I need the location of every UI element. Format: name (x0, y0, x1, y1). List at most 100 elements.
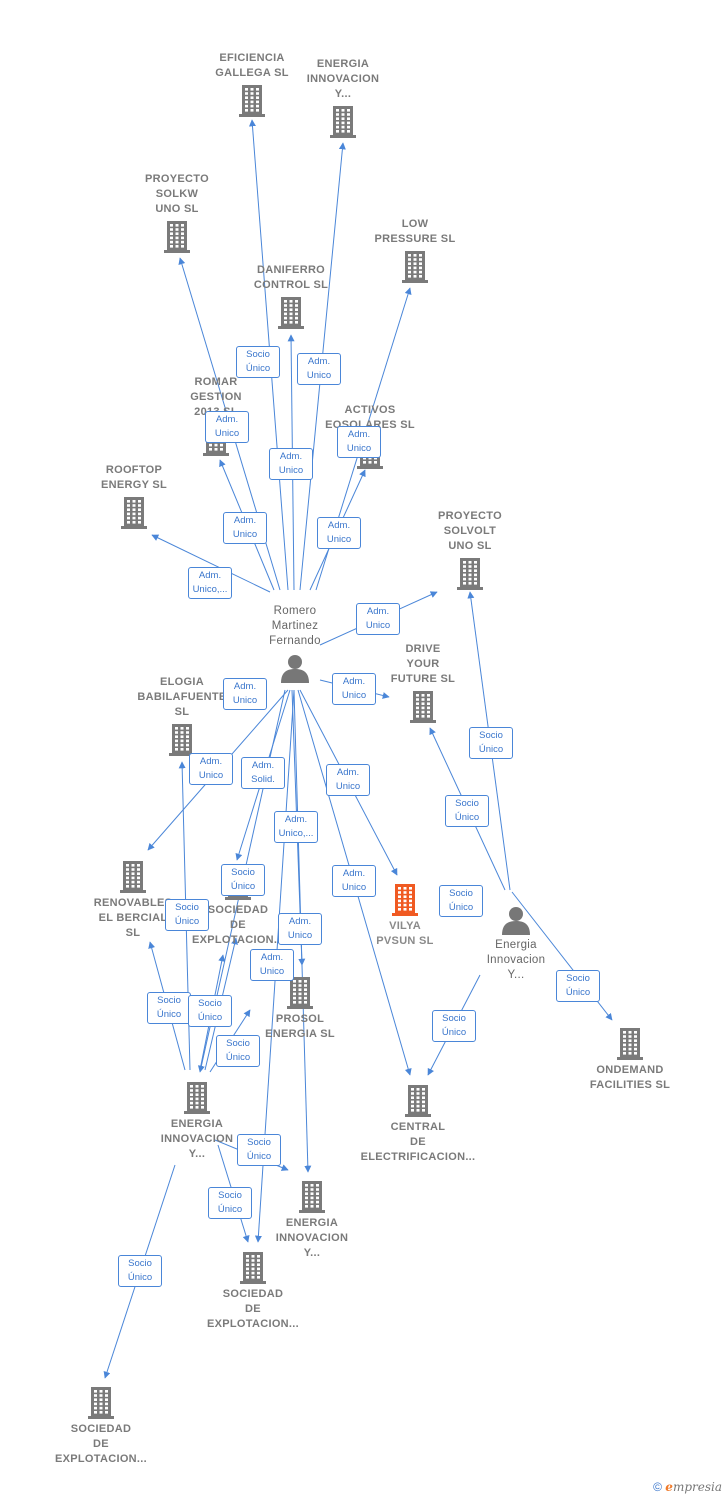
relation-text: Unico (214, 428, 240, 439)
relation-badge[interactable]: Adm.Unico (189, 753, 233, 785)
relation-text: Socio (246, 349, 270, 360)
relation-text: Adm. (233, 515, 257, 526)
label-line: DRIVE (405, 643, 441, 655)
relation-badge[interactable]: Adm.Unico (356, 603, 400, 635)
company-node[interactable]: LOW PRESSURE SL (350, 217, 480, 283)
relation-badge[interactable]: Adm.Unico (332, 865, 376, 897)
company-name: LOW PRESSURE SL (350, 217, 480, 247)
label-line: ELOGIA (160, 676, 204, 688)
label-line: Y... (303, 1247, 321, 1259)
relation-text: Adm. (366, 606, 390, 617)
relation-badge[interactable]: Adm.Unico (278, 913, 322, 945)
label-line: DE (93, 1438, 109, 1450)
label-line: Y... (507, 969, 525, 981)
relation-badge[interactable]: Adm.Unico (337, 426, 381, 458)
relation-badge[interactable]: Adm.Unico (326, 764, 370, 796)
relation-badge[interactable]: Adm.Unico,... (188, 567, 232, 599)
relation-text: Unico (341, 690, 367, 701)
label-line: CONTROL SL (253, 279, 329, 291)
label-line: PVSUN SL (376, 935, 434, 947)
relation-text: Socio (566, 973, 590, 984)
relation-text: Socio (231, 867, 255, 878)
label-line: EFICIENCIA (219, 52, 285, 64)
relation-text: Socio (157, 995, 181, 1006)
relation-text: Único (454, 812, 480, 823)
label-line: ONDEMAND (596, 1064, 664, 1076)
relation-badge[interactable]: Adm.Unico (332, 673, 376, 705)
relation-text: Socio (218, 1190, 242, 1201)
relation-text: Adm. (215, 414, 239, 425)
relation-text: Único (246, 1151, 272, 1162)
building-icon (278, 297, 304, 329)
label-line: ENERGIA (285, 1217, 339, 1229)
building-icon (169, 724, 195, 756)
label-line: EXPLOTACION... (206, 1318, 299, 1330)
relation-badge[interactable]: Adm.Unico (317, 517, 361, 549)
label-line: SOCIEDAD (222, 1288, 284, 1300)
label-line: GALLEGA SL (215, 67, 289, 79)
relation-text: Unico (326, 534, 352, 545)
relation-badge[interactable]: Adm.Unico,... (274, 811, 318, 843)
relation-text: Unico (346, 443, 372, 454)
relation-badge[interactable]: Adm. Unico (223, 512, 267, 544)
label-line: EXPLOTACION... (191, 934, 284, 946)
person-icon (502, 907, 530, 935)
relation-text: Adm. (284, 814, 308, 825)
relation-text: Único (448, 902, 474, 913)
relation-badge[interactable]: Adm.Solid. (241, 757, 285, 789)
relation-text: Único (156, 1009, 182, 1020)
footer-brand[interactable]: © empresia (653, 1480, 722, 1494)
label-line: ROMAR (194, 376, 238, 388)
relation-badge[interactable]: Adm. Unico (205, 411, 249, 443)
building-icon (617, 1028, 643, 1060)
company-node[interactable]: EFICIENCIA GALLEGA SL (187, 51, 317, 117)
relation-badge[interactable]: Adm.Unico (297, 353, 341, 385)
label-line: PROSOL (275, 1013, 325, 1025)
relation-badge[interactable]: Adm.Unico (269, 448, 313, 480)
label-line: PRESSURE SL (374, 233, 456, 245)
label-line: ELECTRIFICACION... (360, 1151, 476, 1163)
label-line: LOW (401, 218, 429, 230)
relation-text: Unico (232, 529, 258, 540)
relation-badge[interactable]: Adm.Unico (223, 678, 267, 710)
relation-badge[interactable]: Adm.Unico (250, 949, 294, 981)
relation-text: Unico (306, 370, 332, 381)
